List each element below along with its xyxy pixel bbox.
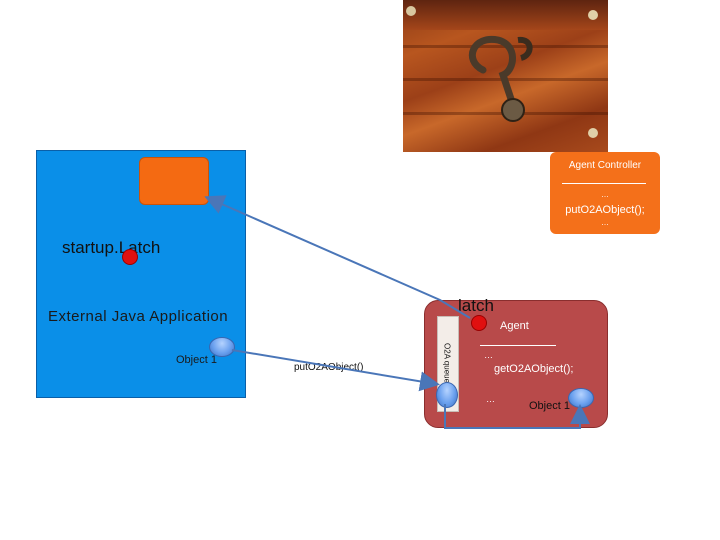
put-o2a-object-label: putO2AObject(): [294, 362, 364, 373]
external-app-controller-block: [139, 157, 209, 205]
agent-controller-ellipsis-top: …: [601, 190, 609, 199]
external-object-label: Object 1: [176, 354, 217, 366]
agent-ellipsis-top: …: [484, 350, 493, 360]
external-app-title: External Java Application: [48, 308, 229, 325]
agent-object-label: Object 1: [529, 400, 570, 412]
agent-controller-ellipsis-bottom: …: [601, 218, 609, 227]
latch-to-controller-arrow: [204, 195, 471, 319]
agent-controller-method: putO2AObject();: [565, 204, 645, 216]
external-object-capsule: [209, 337, 235, 357]
agent-title: Agent: [500, 320, 529, 332]
agent-ellipsis-bottom: …: [486, 394, 495, 404]
latch-photo: [403, 0, 608, 152]
agent-controller-box: Agent Controller … putO2AObject(); …: [550, 152, 660, 234]
o2a-queue-label: O2A queue: [442, 342, 452, 384]
agent-controller-title: Agent Controller: [568, 160, 642, 171]
queue-object-capsule: [436, 382, 458, 408]
queue-to-agent-object-arrow: [444, 404, 590, 429]
startup-latch-dot: [122, 249, 138, 265]
agent-divider: [480, 345, 556, 346]
agent-latch-dot: [471, 315, 487, 331]
agent-controller-divider: [562, 183, 646, 184]
agent-latch-label: latch: [458, 296, 494, 315]
agent-method: getO2AObject();: [494, 363, 574, 375]
object-to-queue-arrow: [231, 349, 440, 392]
